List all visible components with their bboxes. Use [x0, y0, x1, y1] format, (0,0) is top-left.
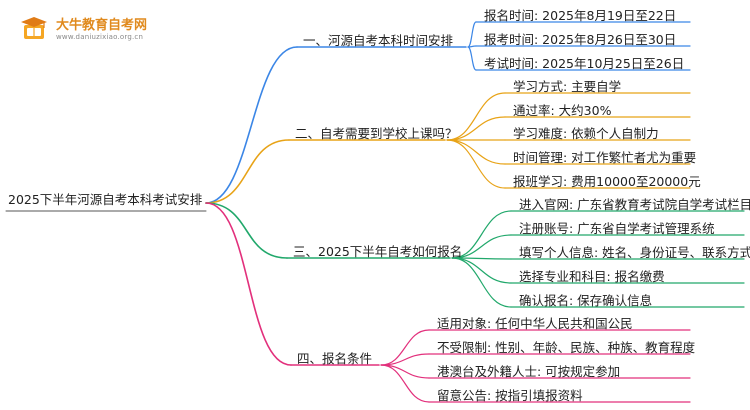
branch-2-leaf-1-connector — [446, 92, 506, 141]
site-logo: 大牛教育自考网 www.daniuzixiao.org.cn — [8, 12, 158, 48]
logo-title: 大牛教育自考网 — [56, 18, 148, 33]
branch-3-leaf-2: 注册账号: 广东省自学考试管理系统 — [519, 221, 715, 236]
branch-4-leaf-4-connector — [380, 364, 430, 403]
branch-1-leaf-2: 报考时间: 2025年8月26日至30日 — [484, 32, 677, 47]
branch-3-leaf-5-connector — [451, 257, 512, 308]
branch-2-leaf-2-connector — [446, 116, 506, 141]
branch-4-leaf-4: 留意公告: 按指引填报资料 — [437, 388, 583, 403]
branch-2-leaf-5: 报班学习: 费用10000至20000元 — [513, 174, 701, 189]
branch-2-leaf-5-connector — [446, 139, 506, 189]
branch-3-leaf-4: 选择专业和科目: 报名缴费 — [519, 269, 665, 284]
branch-2-leaf-1: 学习方式: 主要自学 — [513, 79, 622, 94]
branch-3-leaf-4-connector — [451, 257, 512, 284]
branch-3-leaf-3: 填写个人信息: 姓名、身份证号、联系方式 — [519, 245, 750, 260]
branch-4-leaf-1: 适用对象: 任何中华人民共和国公民 — [437, 316, 633, 331]
root-topic: 2025下半年河源自考本科考试安排 — [8, 192, 203, 207]
branch-4-leaf-2: 不受限制: 性别、年龄、民族、种族、教育程度 — [437, 340, 696, 355]
branch-1-leaf-1-connector — [467, 21, 477, 48]
branch-1-leaf-3: 考试时间: 2025年10月25日至26日 — [484, 56, 685, 71]
branch-2-connector — [205, 139, 290, 204]
branch-1-leaf-1: 报名时间: 2025年8月19日至22日 — [484, 8, 677, 23]
branch-4-connector — [205, 202, 292, 366]
branch-3-leaf-1: 进入官网: 广东省教育考试院自学考试栏目 — [519, 197, 750, 212]
branch-4-leaf-3-connector — [380, 364, 430, 379]
branch-4-leaf-3: 港澳台及外籍人士: 可按规定参加 — [437, 364, 621, 379]
branch-2-leaf-3: 学习难度: 依赖个人自制力 — [513, 126, 659, 141]
logo-subtitle: www.daniuzixiao.org.cn — [56, 33, 144, 41]
branch-3-leaf-1-connector — [451, 210, 512, 259]
branch-4-label: 四、报名条件 — [297, 351, 373, 366]
branch-3-connector — [205, 202, 288, 259]
branch-3-leaf-5: 确认报名: 保存确认信息 — [519, 293, 653, 308]
branch-4-leaf-1-connector — [380, 329, 430, 366]
branch-3-label: 三、2025下半年自考如何报名 — [293, 244, 463, 259]
branch-2-leaf-2: 通过率: 大约30% — [513, 103, 612, 118]
branch-1-connector — [205, 46, 298, 204]
branch-2-leaf-4-connector — [446, 139, 506, 165]
branch-3-leaf-2-connector — [451, 234, 512, 259]
branch-1-leaf-3-connector — [467, 46, 477, 71]
branch-2-leaf-4: 时间管理: 对工作繁忙者尤为重要 — [513, 150, 697, 165]
graduation-book-icon — [21, 17, 47, 39]
branch-1-label: 一、河源自考本科时间安排 — [303, 33, 454, 48]
branch-2-label: 二、自考需要到学校上课吗？ — [295, 126, 458, 141]
